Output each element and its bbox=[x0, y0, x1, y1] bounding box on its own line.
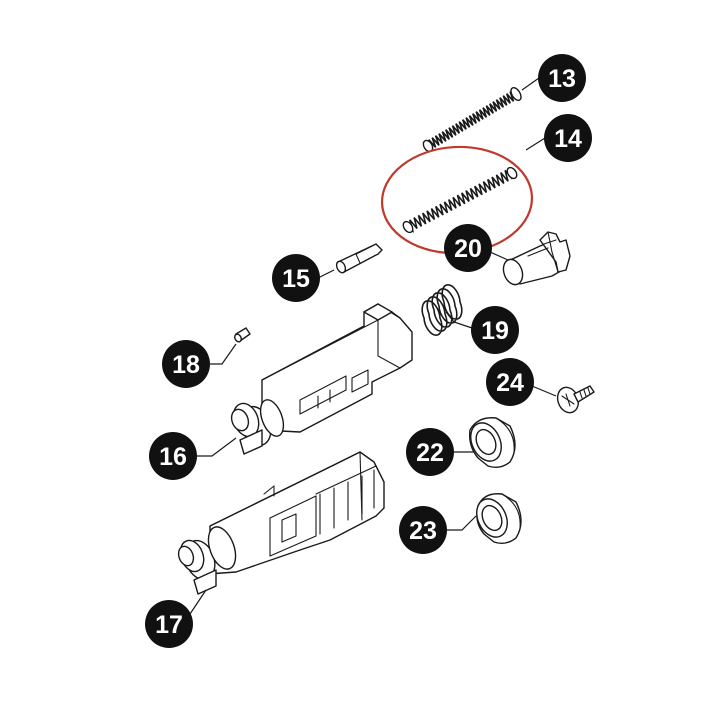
leader-17 bbox=[189, 589, 207, 615]
leader-15 bbox=[317, 269, 335, 279]
part-15-pin[interactable] bbox=[335, 243, 383, 274]
callout-22-label: 22 bbox=[416, 439, 444, 467]
callout-13-label: 13 bbox=[548, 65, 576, 93]
part-24-screw[interactable] bbox=[554, 384, 595, 415]
part-22-bushing[interactable] bbox=[465, 417, 516, 469]
part-23-bushing[interactable] bbox=[471, 493, 522, 545]
callout-23[interactable]: 23 bbox=[399, 506, 447, 554]
callout-20[interactable]: 20 bbox=[444, 224, 492, 272]
callout-24-label: 24 bbox=[496, 369, 524, 397]
part-14-spring[interactable] bbox=[401, 166, 518, 234]
callout-14[interactable]: 14 bbox=[544, 114, 592, 162]
callout-22[interactable]: 22 bbox=[406, 428, 454, 476]
part-17-housing[interactable] bbox=[176, 451, 385, 595]
part-16-housing[interactable] bbox=[229, 303, 413, 455]
callout-17-label: 17 bbox=[155, 611, 183, 639]
leader-lines bbox=[189, 77, 557, 615]
leader-16 bbox=[196, 437, 237, 457]
leader-23 bbox=[446, 515, 477, 531]
part-19-small-spring[interactable] bbox=[421, 284, 463, 336]
callout-19[interactable]: 19 bbox=[471, 306, 519, 354]
part-13-spring[interactable] bbox=[421, 86, 523, 153]
part-20-piston-head[interactable] bbox=[500, 231, 571, 287]
leader-18 bbox=[208, 343, 237, 365]
callout-15[interactable]: 15 bbox=[272, 254, 320, 302]
leader-20 bbox=[489, 251, 509, 261]
callout-16[interactable]: 16 bbox=[149, 432, 197, 480]
callout-24[interactable]: 24 bbox=[486, 358, 534, 406]
callout-17[interactable]: 17 bbox=[145, 600, 193, 648]
callout-16-label: 16 bbox=[159, 443, 187, 471]
callout-20-label: 20 bbox=[454, 235, 482, 263]
leader-24 bbox=[531, 385, 557, 397]
leader-14 bbox=[525, 137, 546, 151]
callout-15-label: 15 bbox=[282, 265, 310, 293]
leader-13 bbox=[521, 77, 540, 91]
callout-18[interactable]: 18 bbox=[162, 340, 210, 388]
callout-18-label: 18 bbox=[172, 351, 200, 379]
callout-19-label: 19 bbox=[481, 317, 509, 345]
callout-13[interactable]: 13 bbox=[538, 54, 586, 102]
part-18-small-pin[interactable] bbox=[233, 327, 251, 343]
leader-19 bbox=[445, 311, 473, 329]
callout-23-label: 23 bbox=[409, 517, 437, 545]
callout-14-label: 14 bbox=[554, 125, 582, 153]
